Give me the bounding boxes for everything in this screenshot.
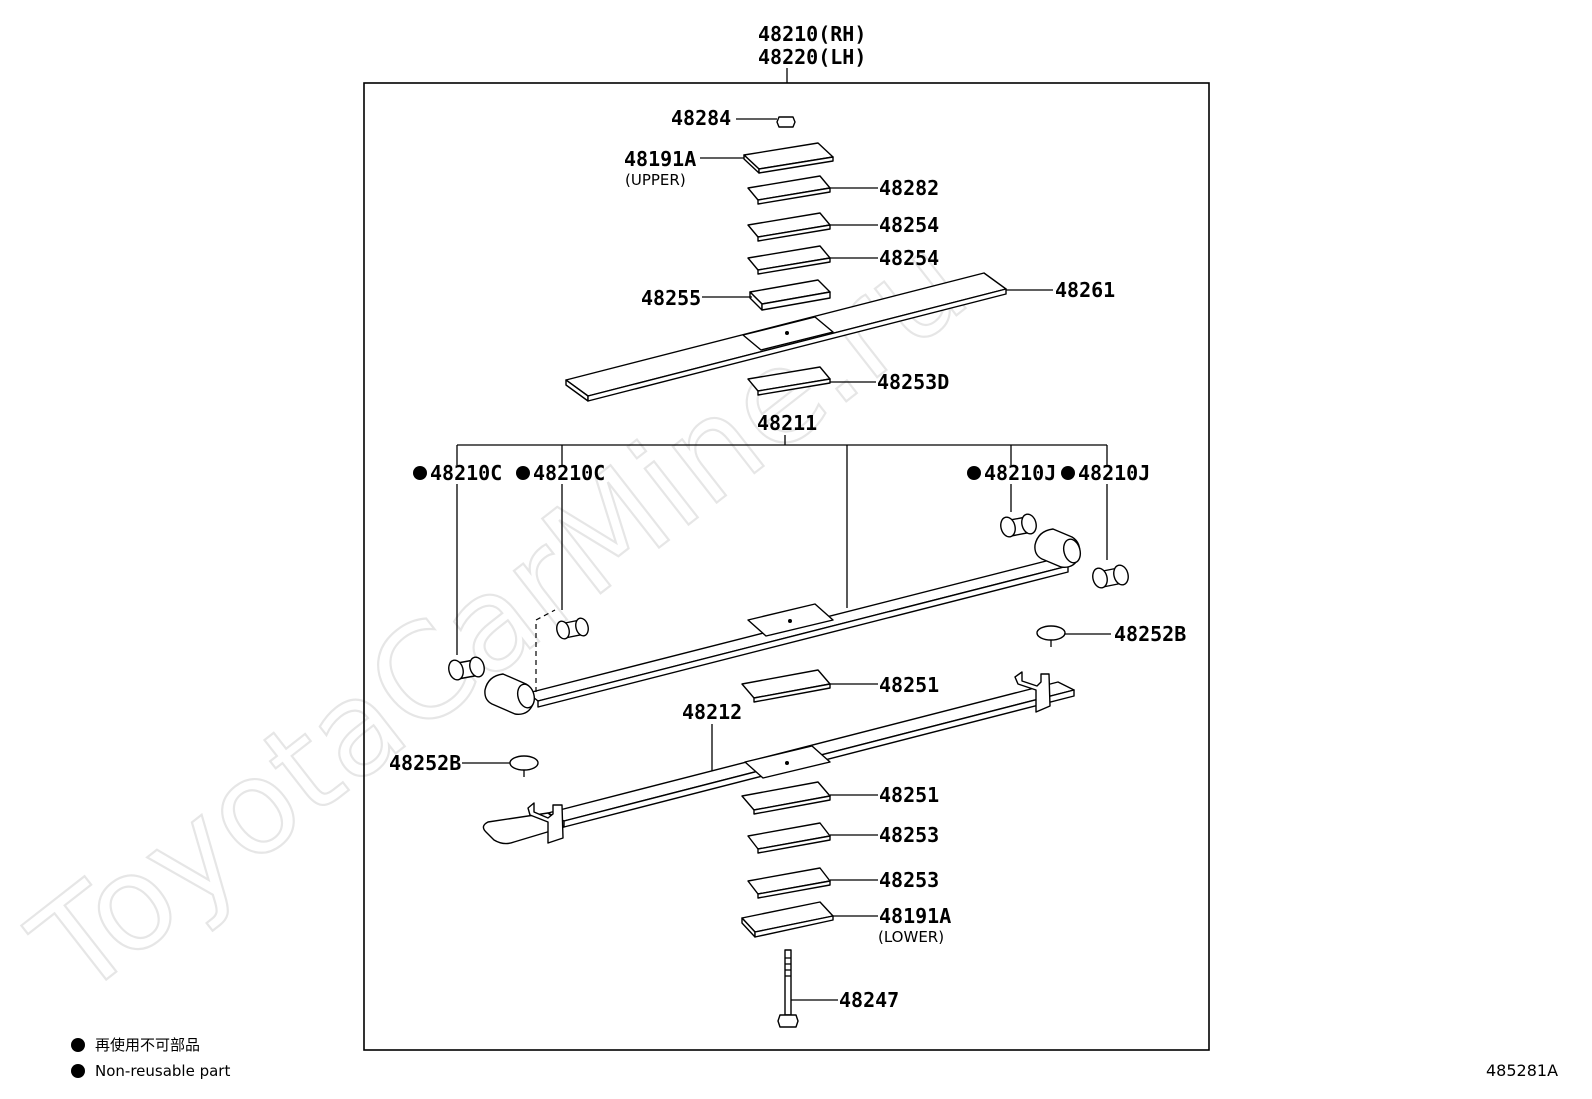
label-upper: (UPPER) xyxy=(625,171,686,189)
label-48210c-a[interactable]: 48210C xyxy=(430,461,502,485)
bushing-48210c-a xyxy=(448,656,485,681)
label-48210c-b[interactable]: 48210C xyxy=(533,461,605,485)
bumper-48252b-left xyxy=(462,755,539,777)
label-48251-a[interactable]: 48251 xyxy=(879,673,939,697)
bumper-48252b-right xyxy=(1036,625,1111,647)
pad-48191a-upper xyxy=(700,142,834,174)
legend-dot-en xyxy=(71,1064,85,1078)
bushing-48210c-b xyxy=(556,617,589,640)
label-48251-b[interactable]: 48251 xyxy=(879,783,939,807)
leaf-48212 xyxy=(482,671,1075,845)
spacer-48255 xyxy=(702,279,831,311)
bolt-48247 xyxy=(777,949,838,1028)
bushing-48210j-b xyxy=(1092,564,1129,589)
plate-48254-a xyxy=(747,212,878,242)
plate-48253d xyxy=(747,366,876,396)
label-48210j-b[interactable]: 48210J xyxy=(1078,461,1150,485)
plate-48253-b xyxy=(747,867,878,899)
diagram-code: 485281A xyxy=(1486,1061,1558,1080)
label-48253-b[interactable]: 48253 xyxy=(879,868,939,892)
label-48253-a[interactable]: 48253 xyxy=(879,823,939,847)
legend-japanese: 再使用不可部品 xyxy=(95,1036,200,1054)
label-48261[interactable]: 48261 xyxy=(1055,278,1115,302)
plate-48251-a xyxy=(741,669,878,703)
label-48253d[interactable]: 48253D xyxy=(877,370,949,394)
label-48247[interactable]: 48247 xyxy=(839,988,899,1012)
non-reusable-dot-2 xyxy=(516,466,530,480)
nut-48284 xyxy=(736,116,796,128)
plate-48251-b xyxy=(741,781,878,815)
assembly-frame xyxy=(363,82,1210,1051)
label-48211[interactable]: 48211 xyxy=(757,411,817,435)
label-48252b-left[interactable]: 48252B xyxy=(389,751,461,775)
plate-48254-b xyxy=(747,245,878,275)
label-48252b-right[interactable]: 48252B xyxy=(1114,622,1186,646)
label-48254-b[interactable]: 48254 xyxy=(879,246,939,270)
assembly-label-rh[interactable]: 48210(RH) xyxy=(758,22,866,46)
non-reusable-dot-3 xyxy=(967,466,981,480)
bracket-48211 xyxy=(456,435,1108,608)
label-48254-a[interactable]: 48254 xyxy=(879,213,939,237)
label-48284[interactable]: 48284 xyxy=(671,106,731,130)
label-48210j-a[interactable]: 48210J xyxy=(984,461,1056,485)
label-48212[interactable]: 48212 xyxy=(682,700,742,724)
non-reusable-dot-1 xyxy=(413,466,427,480)
label-48282[interactable]: 48282 xyxy=(879,176,939,200)
non-reusable-dot-4 xyxy=(1061,466,1075,480)
legend-dot-ja xyxy=(71,1038,85,1052)
pad-48191a-lower xyxy=(741,901,878,938)
label-lower: (LOWER) xyxy=(878,928,944,946)
leaf-48261 xyxy=(565,272,1053,402)
label-48191a-lower[interactable]: 48191A xyxy=(879,904,951,928)
bushing-48210j-a xyxy=(1000,513,1037,538)
main-leaf-48211 xyxy=(484,528,1082,715)
plate-48253-a xyxy=(747,822,878,854)
assembly-label-lh[interactable]: 48220(LH) xyxy=(758,45,866,69)
label-48255[interactable]: 48255 xyxy=(641,286,701,310)
legend-english: Non-reusable part xyxy=(95,1062,230,1080)
plate-48282 xyxy=(747,175,878,205)
label-48191a-upper[interactable]: 48191A xyxy=(624,147,696,171)
